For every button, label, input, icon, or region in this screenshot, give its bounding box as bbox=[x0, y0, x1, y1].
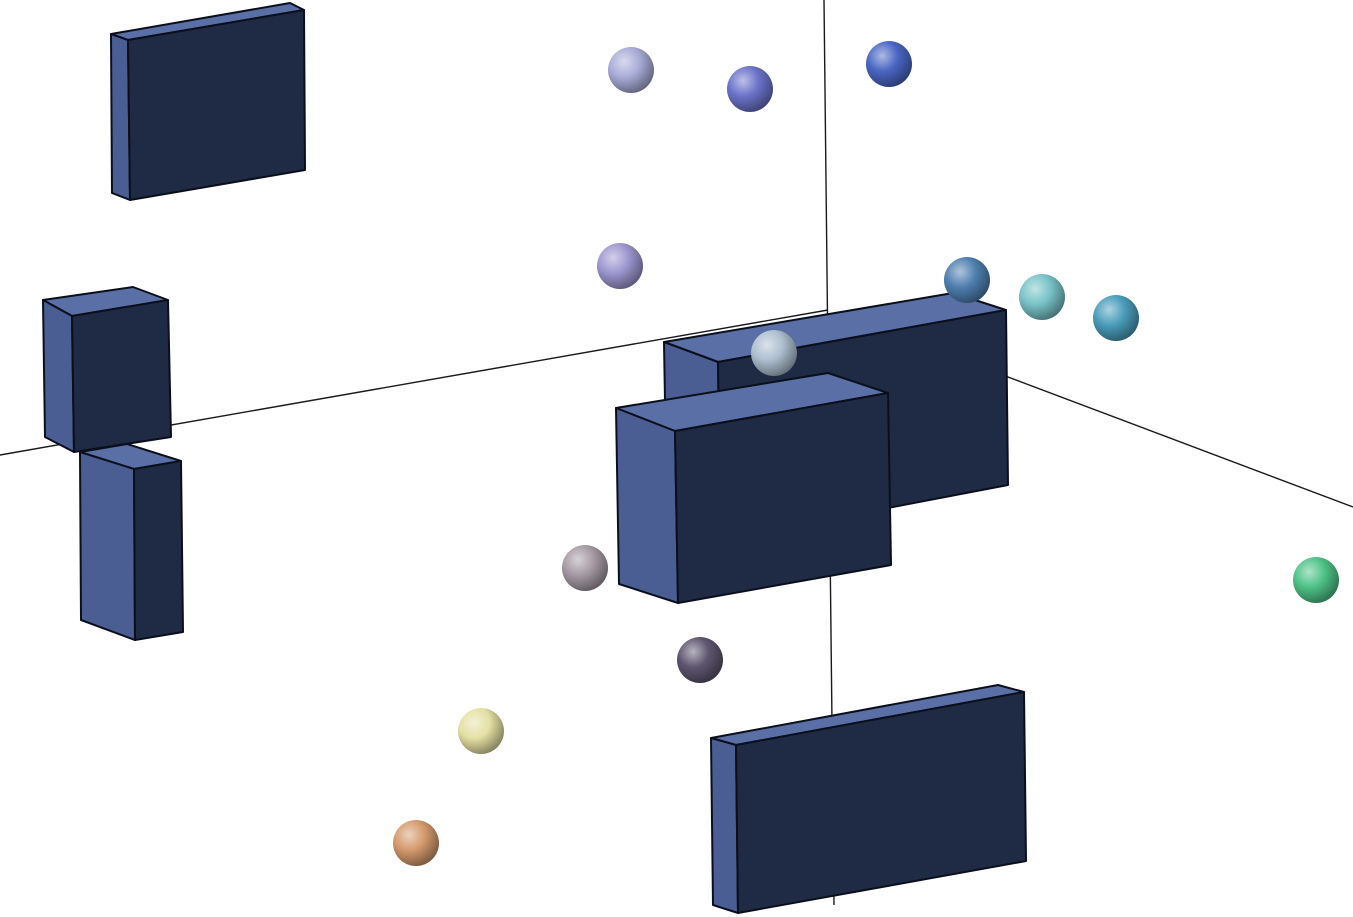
sphere-13 bbox=[1293, 557, 1339, 603]
axis-depth-right bbox=[999, 373, 1353, 508]
sphere-4 bbox=[597, 243, 643, 289]
box-center-front bbox=[615, 372, 892, 604]
sphere-6 bbox=[1019, 274, 1065, 320]
box-face-front bbox=[735, 691, 1027, 914]
box-face-side bbox=[79, 451, 136, 641]
boxes bbox=[42, 2, 1027, 914]
sphere-9 bbox=[562, 545, 608, 591]
box-face-side bbox=[615, 407, 679, 604]
box-bottom bbox=[710, 684, 1027, 914]
box-left-middle bbox=[42, 286, 172, 453]
box-face-front bbox=[674, 392, 892, 604]
box-face-front bbox=[127, 9, 306, 201]
box-face-side bbox=[42, 299, 75, 453]
spheres bbox=[393, 41, 1339, 866]
sphere-3 bbox=[866, 41, 912, 87]
box-left-lower bbox=[79, 443, 184, 641]
box-face-front bbox=[71, 299, 172, 453]
sphere-2 bbox=[727, 66, 773, 112]
sphere-10 bbox=[677, 637, 723, 683]
sphere-7 bbox=[1093, 295, 1139, 341]
box-face-side bbox=[110, 33, 131, 201]
box-top-left bbox=[110, 2, 306, 201]
box-face-front bbox=[133, 460, 184, 641]
box-face-side bbox=[710, 737, 739, 914]
sphere-5 bbox=[944, 257, 990, 303]
sphere-12 bbox=[393, 820, 439, 866]
sphere-8 bbox=[751, 330, 797, 376]
sphere-1 bbox=[608, 47, 654, 93]
sphere-11 bbox=[458, 708, 504, 754]
